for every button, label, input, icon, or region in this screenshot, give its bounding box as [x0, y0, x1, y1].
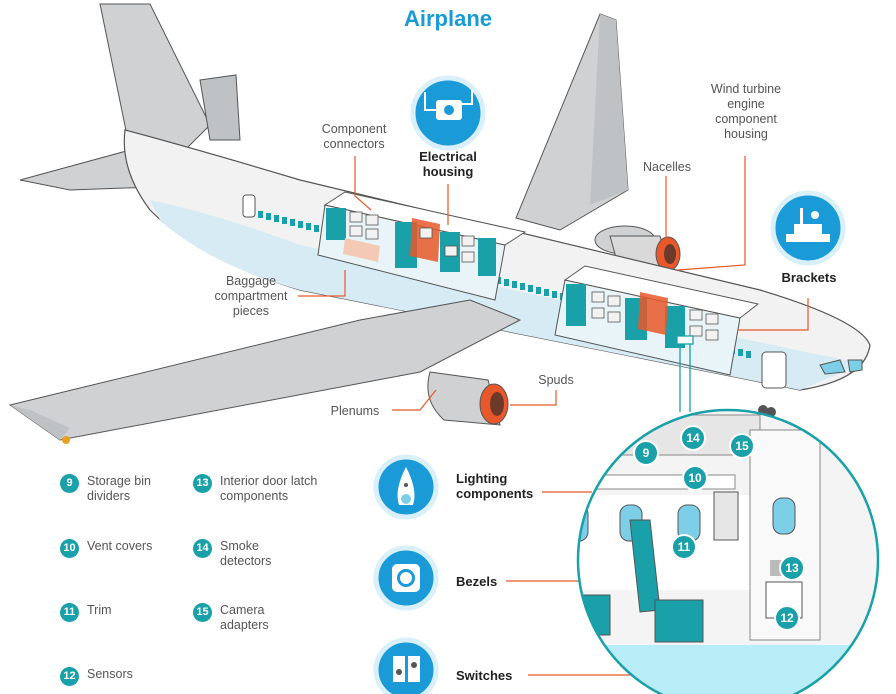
label-electrical-housing: Electrical housing: [419, 149, 477, 179]
legend-number: 11: [60, 603, 79, 622]
label-brackets: Brackets: [781, 270, 837, 285]
rear-cabin-cutaway: [317, 191, 527, 301]
legend-item-13: 13 Interior door latch components: [193, 474, 317, 504]
near-engine: [427, 371, 509, 426]
legend-item-11: 11 Trim: [60, 603, 112, 622]
label-bezels: Bezels: [456, 574, 498, 589]
inset-marker-15: 15: [729, 433, 755, 459]
legend-text: Sensors: [87, 667, 133, 681]
cabin-detail-inset: [578, 410, 878, 694]
inset-marker-10: 10: [682, 465, 708, 491]
legend-number: 10: [60, 539, 79, 558]
electrical-housing-icon: [410, 75, 486, 151]
legend-text: Interior door latch components: [220, 474, 318, 503]
label-plenums: Plenums: [330, 404, 380, 418]
lighting-components-icon: [373, 454, 439, 520]
label-baggage: Baggage compartment pieces: [214, 274, 288, 318]
legend-item-12: 12 Sensors: [60, 667, 133, 686]
legend-text: Storage bin dividers: [87, 474, 151, 503]
label-component-connectors: Component connectors: [321, 122, 387, 151]
legend-text: Vent covers: [87, 539, 153, 553]
front-cabin-cutaway: [554, 265, 760, 376]
legend-item-15: 15 Camera adapters: [193, 603, 269, 633]
legend-number: 9: [60, 474, 79, 493]
tail-fin: [99, 3, 211, 151]
label-lighting-components: Lighting components: [456, 471, 534, 501]
window-row-rear: [258, 211, 319, 232]
legend-number: 14: [193, 539, 212, 558]
bezels-icon: [373, 545, 439, 611]
inset-marker-14: 14: [680, 425, 706, 451]
legend-number: 13: [193, 474, 212, 493]
label-nacelles: Nacelles: [643, 160, 691, 174]
label-wind-turbine: Wind turbine engine component housing: [710, 82, 782, 141]
legend-item-14: 14 Smoke detectors: [193, 539, 271, 569]
brackets-icon: [770, 190, 846, 266]
inset-marker-9: 9: [633, 440, 659, 466]
legend-item-9: 9 Storage bin dividers: [60, 474, 151, 504]
switches-icon: [373, 637, 439, 694]
legend-number: 15: [193, 603, 212, 622]
page-title: Airplane: [403, 6, 493, 31]
legend-number: 12: [60, 667, 79, 686]
legend-item-10: 10 Vent covers: [60, 539, 152, 558]
label-switches: Switches: [456, 668, 513, 683]
label-spuds: Spuds: [538, 373, 574, 387]
legend-text: Smoke detectors: [220, 539, 272, 568]
inset-marker-13: 13: [779, 555, 805, 581]
inset-marker-12: 12: [774, 605, 800, 631]
inset-marker-11: 11: [671, 534, 697, 560]
legend-text: Trim: [87, 603, 112, 617]
legend-text: Camera adapters: [220, 603, 269, 632]
